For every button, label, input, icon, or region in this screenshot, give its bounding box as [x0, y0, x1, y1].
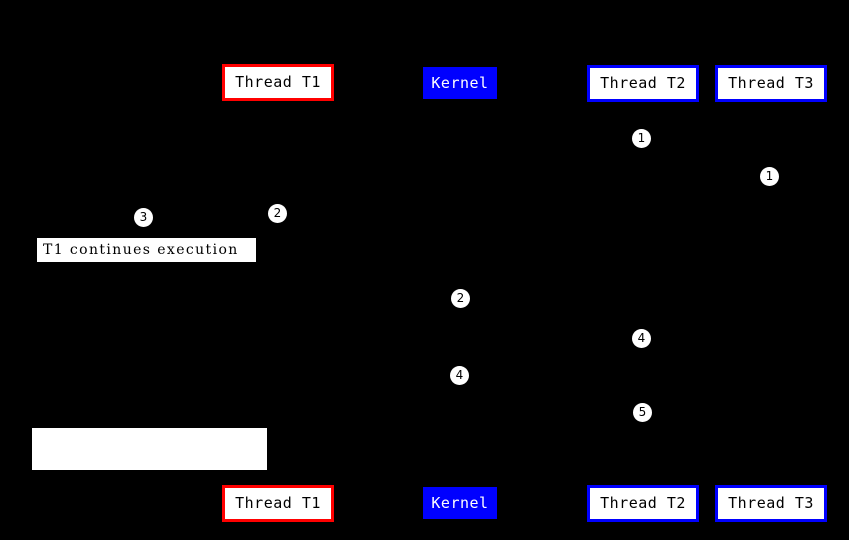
- participant-label: Thread T2: [600, 74, 686, 92]
- participant-kernel-bottom[interactable]: Kernel: [423, 487, 497, 519]
- participant-label: Thread T1: [235, 73, 321, 91]
- lifeline-t1: [278, 101, 279, 485]
- step-marker-2: 2: [451, 289, 470, 308]
- participant-label: Kernel: [431, 73, 489, 92]
- step-marker-2: 2: [268, 204, 287, 223]
- blank-legend-box: [32, 428, 267, 470]
- step-marker-4: 4: [450, 366, 469, 385]
- participant-label: Thread T3: [728, 494, 814, 512]
- participant-t3-bottom[interactable]: Thread T3: [715, 485, 827, 522]
- msg-1: [643, 139, 771, 140]
- participant-kernel-top[interactable]: Kernel: [423, 67, 497, 99]
- participant-t1-bottom[interactable]: Thread T1: [222, 485, 334, 522]
- participant-t3-top[interactable]: Thread T3: [715, 65, 827, 102]
- lifeline-t3: [771, 102, 772, 485]
- participant-label: Thread T3: [728, 74, 814, 92]
- participant-label: Thread T2: [600, 494, 686, 512]
- step-marker-1: 1: [760, 167, 779, 186]
- step-marker-1: 1: [632, 129, 651, 148]
- note-t1-continues: T1 continues execution: [36, 237, 257, 263]
- participant-t2-top[interactable]: Thread T2: [587, 65, 699, 102]
- msg-3: [278, 214, 460, 215]
- step-marker-5: 5: [633, 403, 652, 422]
- msg-2: [643, 177, 771, 178]
- lifeline-t2: [643, 102, 644, 485]
- msg-4: [460, 299, 643, 300]
- msg-6: [460, 376, 643, 377]
- msg-5: [460, 339, 643, 340]
- msg-7: [460, 413, 643, 414]
- participant-label: Kernel: [431, 493, 489, 512]
- step-marker-4: 4: [632, 329, 651, 348]
- participant-label: Thread T1: [235, 494, 321, 512]
- participant-t2-bottom[interactable]: Thread T2: [587, 485, 699, 522]
- participant-t1-top[interactable]: Thread T1: [222, 64, 334, 101]
- step-marker-3: 3: [134, 208, 153, 227]
